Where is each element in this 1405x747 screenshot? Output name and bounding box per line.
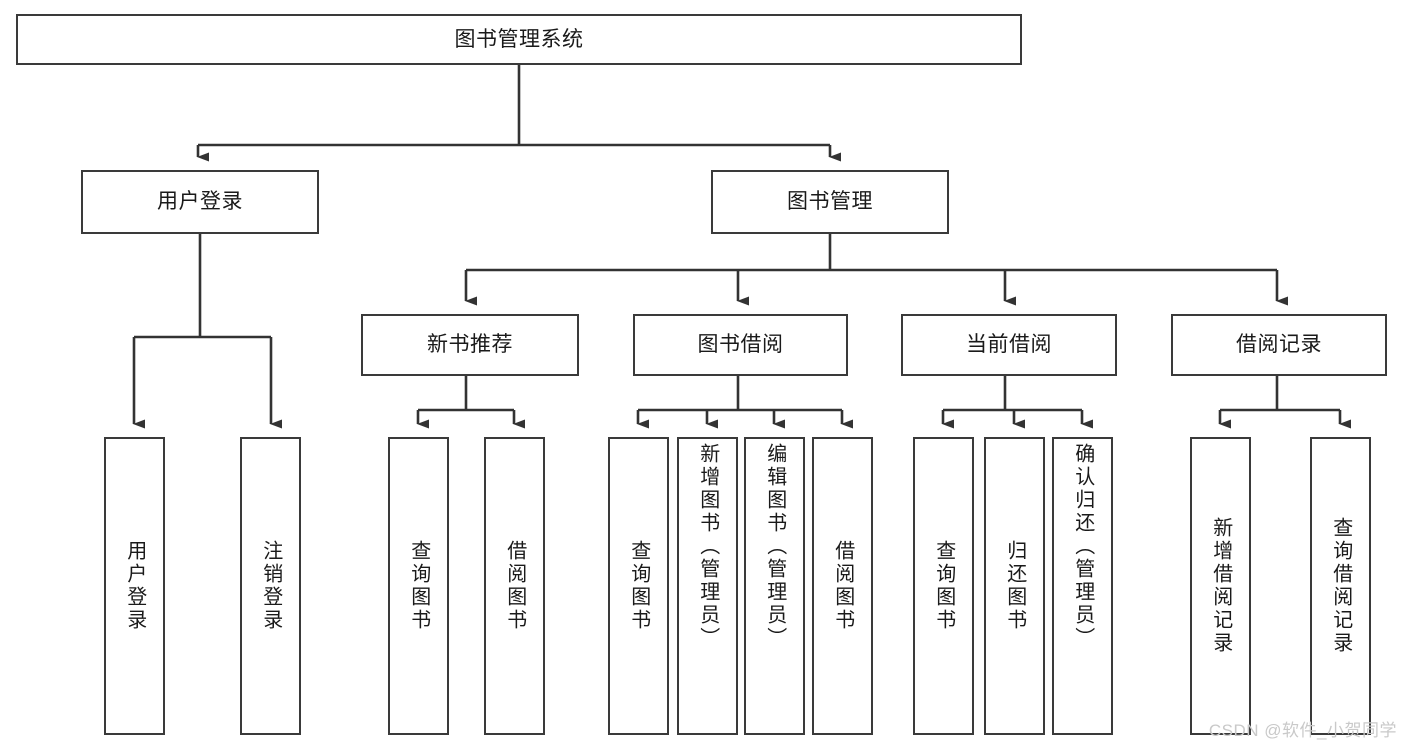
node-borrow-record[interactable]: 借阅记录 bbox=[1171, 314, 1387, 376]
leaf-confirm-return-admin-label: 确认归还（管理员） bbox=[1071, 443, 1094, 650]
leaf-query-book-recommend[interactable]: 查询图书 bbox=[388, 437, 449, 735]
leaf-user-login-label: 用户登录 bbox=[123, 540, 146, 632]
node-user-login[interactable]: 用户登录 bbox=[81, 170, 319, 234]
leaf-add-borrow-record[interactable]: 新增借阅记录 bbox=[1190, 437, 1251, 735]
leaf-query-book-current[interactable]: 查询图书 bbox=[913, 437, 974, 735]
leaf-query-book-recommend-label: 查询图书 bbox=[407, 540, 430, 632]
leaf-query-borrow-record[interactable]: 查询借阅记录 bbox=[1310, 437, 1371, 735]
leaf-query-book-current-label: 查询图书 bbox=[932, 540, 955, 632]
leaf-edit-book-admin-label: 编辑图书（管理员） bbox=[763, 443, 786, 650]
watermark: CSDN @软件_小贺同学 bbox=[1208, 721, 1397, 740]
node-new-book-recommend-label: 新书推荐 bbox=[427, 333, 513, 357]
leaf-logout-label: 注销登录 bbox=[259, 540, 282, 632]
leaf-borrow-book[interactable]: 借阅图书 bbox=[812, 437, 873, 735]
node-current-borrow-label: 当前借阅 bbox=[966, 333, 1052, 357]
connector-lines bbox=[132, 65, 1351, 429]
leaf-query-borrow-record-label: 查询借阅记录 bbox=[1329, 517, 1352, 655]
leaf-user-login[interactable]: 用户登录 bbox=[104, 437, 165, 735]
node-user-login-label: 用户登录 bbox=[157, 190, 243, 214]
leaf-edit-book-admin[interactable]: 编辑图书（管理员） bbox=[744, 437, 805, 735]
leaf-borrow-book-recommend-label: 借阅图书 bbox=[503, 540, 526, 632]
node-new-book-recommend[interactable]: 新书推荐 bbox=[361, 314, 579, 376]
node-borrow-record-label: 借阅记录 bbox=[1236, 333, 1322, 357]
leaf-query-book-borrow-label: 查询图书 bbox=[627, 540, 650, 632]
node-book-management[interactable]: 图书管理 bbox=[711, 170, 949, 234]
leaf-borrow-book-label: 借阅图书 bbox=[831, 540, 854, 632]
leaf-borrow-book-recommend[interactable]: 借阅图书 bbox=[484, 437, 545, 735]
node-current-borrow[interactable]: 当前借阅 bbox=[901, 314, 1117, 376]
leaf-add-book-admin-label: 新增图书（管理员） bbox=[696, 443, 719, 650]
node-book-borrow[interactable]: 图书借阅 bbox=[633, 314, 848, 376]
node-root-label: 图书管理系统 bbox=[454, 27, 584, 51]
node-book-management-label: 图书管理 bbox=[787, 190, 873, 214]
leaf-return-book[interactable]: 归还图书 bbox=[984, 437, 1045, 735]
node-root[interactable]: 图书管理系统 bbox=[16, 14, 1022, 65]
leaf-return-book-label: 归还图书 bbox=[1003, 540, 1026, 632]
leaf-query-book-borrow[interactable]: 查询图书 bbox=[608, 437, 669, 735]
leaf-add-borrow-record-label: 新增借阅记录 bbox=[1209, 517, 1232, 655]
leaf-confirm-return-admin[interactable]: 确认归还（管理员） bbox=[1052, 437, 1113, 735]
node-book-borrow-label: 图书借阅 bbox=[697, 333, 784, 357]
leaf-logout[interactable]: 注销登录 bbox=[240, 437, 301, 735]
leaf-add-book-admin[interactable]: 新增图书（管理员） bbox=[677, 437, 738, 735]
